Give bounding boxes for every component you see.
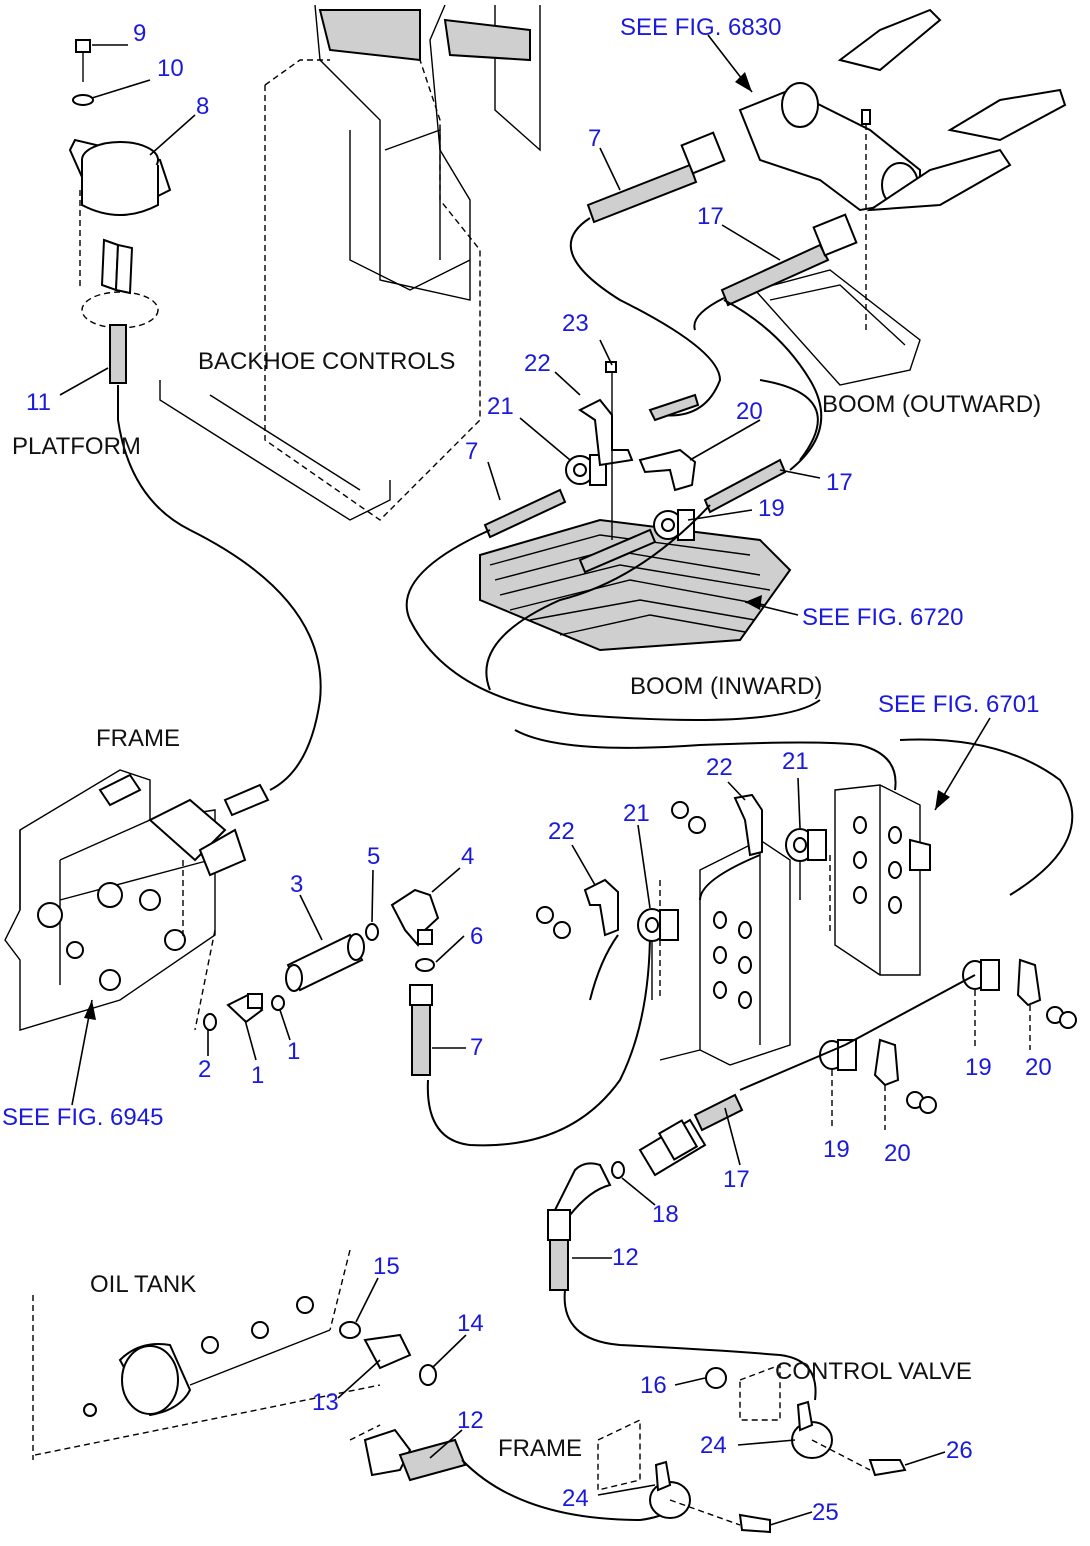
callout-19: 19	[965, 1054, 992, 1081]
callout-11: 11	[26, 389, 51, 416]
caption-oil-tank: OIL TANK	[90, 1271, 197, 1298]
callout-17: 17	[826, 469, 853, 496]
callout-3: 3	[290, 871, 304, 898]
upper-connector-assembly	[738, 8, 1067, 386]
callout-7: 7	[588, 125, 602, 152]
callout-17: 17	[697, 203, 724, 230]
callout-13: 13	[312, 1389, 339, 1416]
hose-outward-loop	[759, 379, 1074, 896]
callout-12: 12	[457, 1407, 484, 1434]
caption-boom-outward: BOOM (OUTWARD)	[822, 391, 1042, 418]
caption-frame-top: FRAME	[96, 725, 180, 752]
callout-14: 14	[457, 1310, 484, 1337]
callout-21: 21	[487, 393, 514, 420]
callout-10: 10	[157, 55, 184, 82]
callout-21: 21	[782, 748, 809, 775]
reference-fig-6945[interactable]: SEE FIG. 6945	[2, 1104, 164, 1131]
lower-hoses	[547, 1044, 846, 1401]
callout-1: 1	[287, 1038, 301, 1065]
callout-24: 24	[700, 1432, 727, 1459]
callout-19: 19	[823, 1136, 850, 1163]
fitting-chain	[203, 888, 651, 1147]
hose-platform	[117, 419, 322, 791]
callout-2: 2	[198, 1056, 212, 1083]
central-valve-block	[405, 361, 821, 721]
callout-22: 22	[706, 754, 733, 781]
caption-backhoe-controls: BACKHOE CONTROLS	[198, 348, 456, 375]
reference-fig-6701[interactable]: SEE FIG. 6701	[878, 691, 1040, 718]
callout-8: 8	[196, 93, 210, 120]
callout-24: 24	[562, 1485, 589, 1512]
frame-valve-block	[4, 769, 270, 1031]
callout-15: 15	[373, 1253, 400, 1280]
callout-21: 21	[623, 800, 650, 827]
upper-hoses	[569, 131, 858, 471]
caption-frame-bottom: FRAME	[498, 1435, 582, 1462]
callout-1: 1	[251, 1062, 265, 1089]
callout-20: 20	[1025, 1054, 1052, 1081]
callout-17: 17	[723, 1166, 750, 1193]
platform-switch-assembly	[68, 39, 172, 420]
oil-tank	[32, 1249, 686, 1522]
callout-6: 6	[470, 923, 484, 950]
leader-lines	[59, 34, 991, 1526]
callout-26: 26	[946, 1437, 973, 1464]
right-valve-block	[659, 784, 931, 1066]
callout-25: 25	[812, 1499, 839, 1526]
callout-4: 4	[461, 843, 475, 870]
backhoe-controls-housing	[159, 4, 541, 521]
callout-9: 9	[133, 20, 147, 47]
callout-18: 18	[652, 1201, 679, 1228]
callout-22: 22	[524, 350, 551, 377]
reference-fig-6720[interactable]: SEE FIG. 6720	[802, 604, 964, 631]
callout-5: 5	[367, 843, 381, 870]
callout-20: 20	[884, 1140, 911, 1167]
callout-19: 19	[758, 495, 785, 522]
caption-boom-inward: BOOM (INWARD)	[630, 673, 823, 700]
caption-platform: PLATFORM	[12, 433, 141, 460]
callout-16: 16	[640, 1372, 667, 1399]
callout-7: 7	[470, 1034, 484, 1061]
clamps	[536, 793, 1077, 1130]
callout-12: 12	[612, 1244, 639, 1271]
callout-20: 20	[736, 398, 763, 425]
hose-to-6701	[514, 729, 897, 791]
callout-22: 22	[548, 818, 575, 845]
callout-7: 7	[465, 438, 479, 465]
reference-fig-6830[interactable]: SEE FIG. 6830	[620, 14, 782, 41]
brackets	[597, 1363, 907, 1534]
callout-23: 23	[562, 310, 589, 337]
caption-control-valve: CONTROL VALVE	[775, 1358, 972, 1385]
